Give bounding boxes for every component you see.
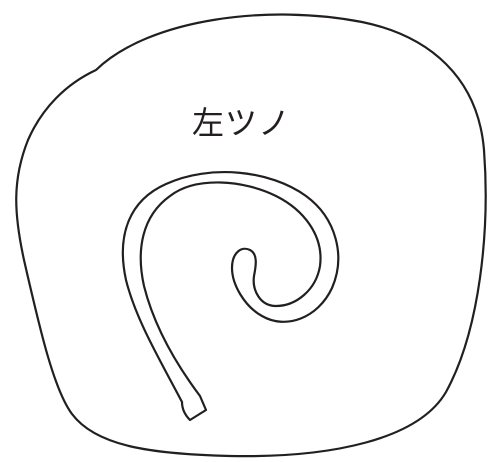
spiral-horn-outline [123,172,338,420]
outer-outline [16,15,485,457]
horn-label: 左ツノ [192,101,322,145]
